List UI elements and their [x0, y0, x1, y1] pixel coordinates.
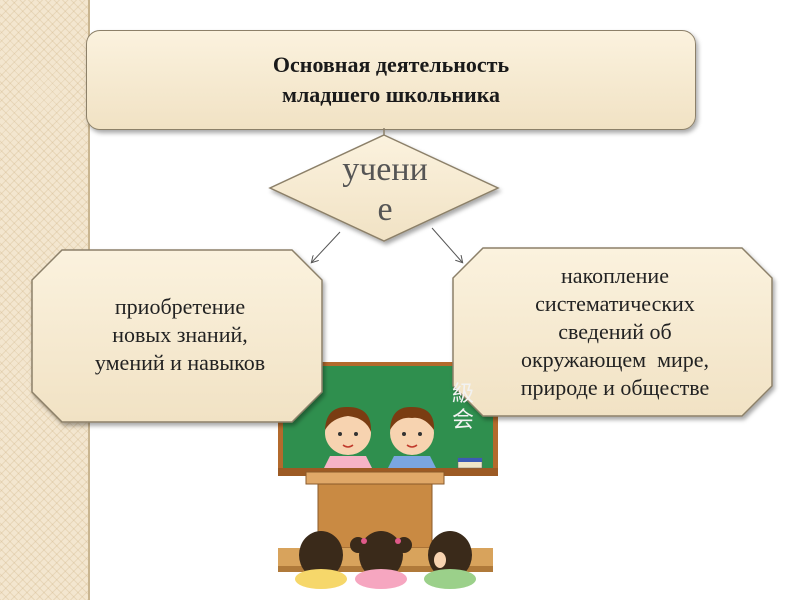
child-girl-icon	[324, 406, 372, 468]
center-node-line-1: учени	[342, 151, 428, 188]
blackboard-char-1: 級	[452, 382, 475, 407]
center-diamond-node	[268, 134, 500, 242]
child-boy-icon	[388, 406, 436, 468]
left-octagon-node	[31, 249, 323, 423]
title-box: Основная деятельность младшего школьника	[86, 30, 696, 130]
blackboard-text: 級 会	[452, 382, 482, 434]
right-node-label: накопление систематических сведений об о…	[470, 252, 760, 412]
pupil-back-center-icon	[350, 531, 412, 589]
right-node-line: систематических	[535, 291, 695, 316]
left-node-line: умений и навыков	[94, 350, 266, 375]
right-octagon-node	[452, 247, 773, 417]
left-node-line: новых знаний,	[112, 322, 248, 347]
left-node-label: приобретение новых знаний, умений и навы…	[50, 270, 310, 400]
blackboard-char-2: 会	[452, 408, 475, 433]
right-node-line: окружающем мире,	[520, 347, 710, 372]
center-node-line-2: е	[377, 191, 393, 228]
center-node-label: учени е	[300, 150, 470, 230]
pupil-back-right-icon	[424, 531, 476, 589]
right-node-line: природе и обществе	[520, 375, 710, 400]
right-node-line: сведений об	[558, 319, 672, 344]
title-line-2: младшего школьника	[281, 82, 501, 107]
pupil-back-left-icon	[295, 531, 347, 589]
arrow-to-right-node	[431, 227, 462, 262]
left-node-line: приобретение	[114, 294, 246, 319]
title-line-1: Основная деятельность	[272, 52, 510, 77]
right-node-line: накопление	[561, 263, 669, 288]
arrow-to-left-node	[312, 231, 341, 262]
